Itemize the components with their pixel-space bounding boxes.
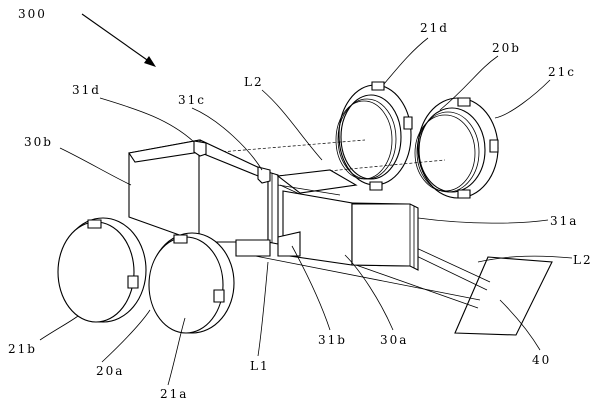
label-30a: 30a [380,333,408,347]
label-31a: 31a [550,214,578,228]
label-20b: 20b [492,41,521,55]
label-31c: 31c [178,93,206,107]
beam-guide-bar [276,169,358,196]
label-L2-top: L2 [244,75,264,89]
prism-30b [128,139,279,245]
label-L2-right: L2 [573,253,593,267]
label-40: 40 [532,353,551,367]
wedge-31c [257,166,271,184]
label-L1: L1 [250,359,270,373]
lens-21b [57,217,147,323]
label-31d: 31d [72,83,101,97]
label-31b: 31b [318,333,347,347]
label-300: 300 [18,7,47,21]
wedge-31d [193,140,207,157]
label-21b: 21b [8,342,37,356]
lens-21c [414,97,499,199]
label-21c-top: 21c [548,65,576,79]
lens-21a [148,232,235,334]
lens-21d [335,81,413,191]
label-21a: 21a [160,387,188,401]
label-30b: 30b [24,135,53,149]
label-20a: 20a [96,364,124,378]
leader-lines [39,37,573,386]
screen-40 [454,256,553,336]
block-31a [351,203,419,271]
pointer-arrow-300 [81,13,156,67]
label-21d: 21d [420,21,449,35]
